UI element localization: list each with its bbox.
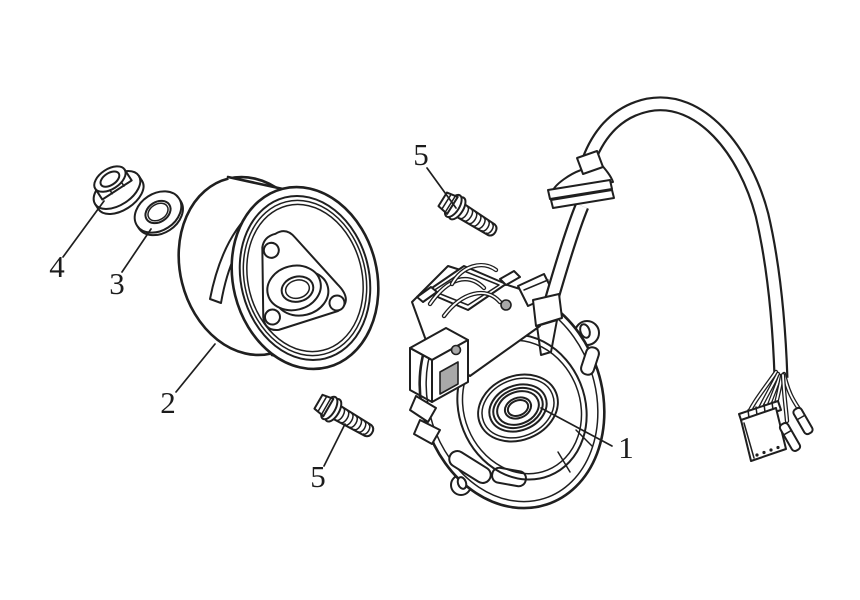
callout-label-flywheel-rotor: 2	[160, 385, 176, 420]
leader-line-stator-assembly	[540, 407, 613, 447]
leader-line-flywheel-rotor	[175, 343, 216, 393]
bolt-upper	[435, 187, 503, 244]
callouts: 1 2 3 4 5 5	[49, 137, 634, 494]
bullet-terminal	[778, 422, 802, 452]
bullet-terminal	[792, 406, 814, 436]
stator-center-bore	[488, 383, 548, 433]
washer	[133, 190, 184, 237]
harness-connector	[738, 400, 787, 462]
callout-label-flange-nut: 4	[49, 249, 65, 284]
harness-grommet	[547, 150, 615, 209]
stator-assembly	[409, 96, 814, 510]
flange-nut	[92, 165, 145, 215]
wire-harness	[532, 96, 814, 462]
leader-line-washer	[121, 228, 152, 273]
stator-ear-hole	[579, 323, 591, 339]
hub-hole	[328, 294, 346, 312]
callout-label-bolt-upper: 5	[413, 137, 429, 172]
coil-screw	[500, 299, 512, 311]
stator-slot	[448, 450, 492, 484]
coil-screw	[450, 344, 462, 356]
hub-hole	[263, 308, 281, 326]
hub-hole	[262, 241, 280, 259]
leader-line-flange-nut	[62, 200, 105, 258]
callout-label-stator-assembly: 1	[618, 430, 634, 465]
nut-threaded-bore	[99, 170, 121, 188]
stator-coils	[409, 263, 555, 445]
stator-slot	[580, 346, 600, 376]
leader-line-bolt-lower	[323, 423, 346, 467]
stator-ear-hole	[456, 476, 468, 490]
callout-label-washer: 3	[109, 266, 125, 301]
flywheel-rotor	[177, 175, 380, 371]
leader-line-bolt-upper	[426, 167, 457, 209]
bolt-lower	[311, 389, 380, 445]
callout-label-bolt-lower: 5	[310, 459, 326, 494]
